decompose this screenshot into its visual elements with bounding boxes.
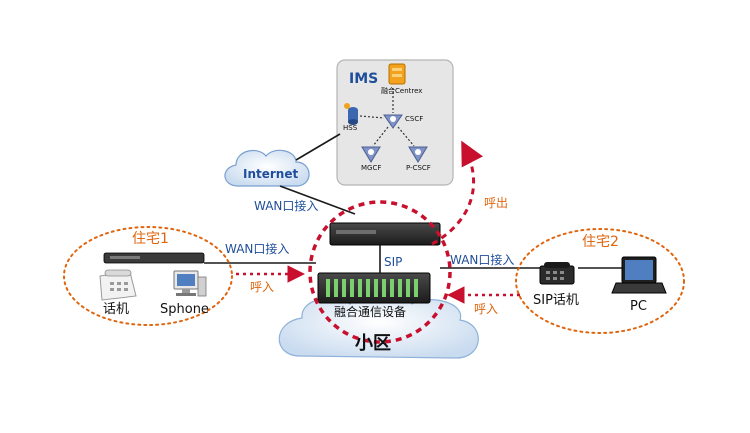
converged-device (317, 222, 441, 304)
ims-panel (336, 59, 454, 186)
residence2-title: 住宅2 (582, 234, 619, 250)
mgcf-node-icon (361, 146, 381, 163)
sip-label: SIP (384, 255, 403, 269)
laptop-pc-icon (611, 256, 667, 294)
sphone-label: Sphone (160, 302, 209, 317)
device-highlight-ring (308, 200, 452, 344)
hss-database-icon (344, 103, 358, 125)
cscf-label: CSCF (405, 115, 424, 123)
sip-phone-label: SIP话机 (533, 293, 579, 308)
call-out-arrow (431, 140, 483, 246)
call-in-right-label: 呼入 (474, 302, 499, 316)
internet-label: Internet (243, 167, 299, 181)
access-switch-icon (103, 252, 205, 264)
device-label: 融合通信设备 (334, 305, 407, 319)
phone-label: 话机 (103, 302, 130, 317)
pc-label: PC (630, 299, 647, 314)
call-in-left-label: 呼入 (250, 280, 275, 294)
residence1-title: 住宅1 (132, 231, 169, 247)
residence2-boundary (515, 228, 685, 334)
network-links (204, 133, 622, 269)
wan-right-label: WAN口接入 (450, 253, 515, 267)
sphone-computer-icon (173, 270, 207, 297)
community-label: 小区 (355, 333, 391, 354)
ims-title: IMS (349, 71, 379, 87)
residence1-boundary (63, 226, 233, 326)
call-out-label: 呼出 (484, 196, 509, 210)
hss-label: HSS (343, 124, 358, 132)
sip-phone-icon (539, 262, 575, 285)
mgcf-label: MGCF (361, 164, 382, 172)
wan-left-label: WAN口接入 (225, 242, 290, 256)
pcscf-node-icon (408, 146, 428, 163)
centrex-label: 融合Centrex (381, 87, 423, 95)
desk-phone-icon (99, 269, 137, 301)
cscf-node-icon (383, 114, 403, 129)
wan-top-label: WAN口接入 (254, 199, 319, 213)
centrex-server-icon (388, 63, 406, 85)
pcscf-label: P-CSCF (406, 164, 431, 172)
internet-cloud (224, 149, 310, 187)
